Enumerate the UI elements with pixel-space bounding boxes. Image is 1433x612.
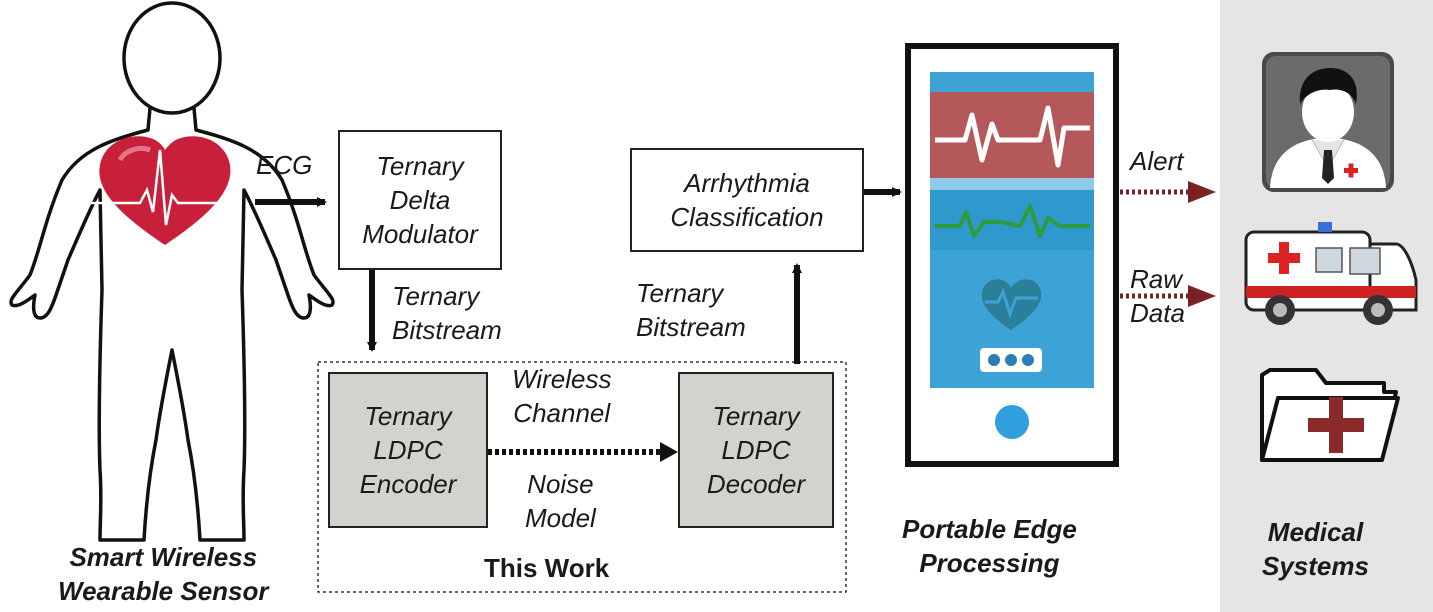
this-work-label: This Work (484, 551, 609, 585)
decoder-line1: Ternary (712, 401, 800, 431)
alert-label: Alert (1130, 144, 1183, 178)
bitstream-left-label: Ternary Bitstream (392, 279, 502, 347)
medical-line1: Medical (1267, 517, 1364, 547)
ldpc-decoder-box: Ternary LDPC Decoder (678, 372, 834, 528)
alert-text: Alert (1130, 146, 1184, 176)
bitstream-left-line1: Ternary (392, 281, 480, 311)
ambulance-icon (1244, 222, 1418, 325)
classifier-line1: Arrhythmia (684, 168, 810, 198)
doctor-icon (1262, 52, 1394, 192)
this-work-region (317, 361, 847, 593)
bitstream-left-line2: Bitstream (392, 315, 502, 345)
heart-icon (88, 136, 235, 245)
noise-line2: Model (525, 503, 596, 533)
raw-data-arrow (1120, 285, 1216, 307)
medical-folder-icon (1260, 368, 1400, 462)
modulator-line3: Modulator (362, 219, 478, 249)
modulator-line1: Ternary (376, 151, 464, 181)
bitstream-right-label: Ternary Bitstream (636, 276, 746, 344)
edge-line1: Portable Edge (902, 514, 1077, 544)
modulator-line2: Delta (389, 185, 451, 215)
edge-processing-label: Portable Edge Processing (902, 512, 1077, 580)
raw-line1: Raw (1130, 264, 1183, 294)
decoder-line3: Decoder (706, 469, 806, 499)
delta-modulator-box: Ternary Delta Modulator (338, 130, 502, 270)
medical-systems-label: Medical Systems (1262, 515, 1369, 583)
sensor-caption: Smart Wireless Wearable Sensor (58, 540, 269, 608)
sensor-caption-line1: Smart Wireless (69, 542, 258, 572)
ecg-label: ECG (256, 148, 312, 182)
ldpc-encoder-box: Ternary LDPC Encoder (328, 372, 488, 528)
smartphone-icon (905, 43, 1119, 467)
channel-line2: Channel (513, 398, 611, 428)
encoder-line1: Ternary (364, 401, 452, 431)
decoder-line2: LDPC (721, 435, 791, 465)
this-work-text: This Work (484, 553, 610, 583)
encoder-line2: LDPC (373, 435, 443, 465)
sensor-caption-line2: Wearable Sensor (58, 576, 269, 606)
alert-arrow (1120, 181, 1216, 203)
arrhythmia-classification-box: Arrhythmia Classification (630, 148, 864, 252)
wireless-channel-label: Wireless Channel (512, 362, 611, 430)
encoder-line3: Encoder (359, 469, 457, 499)
noise-line1: Noise (527, 469, 594, 499)
raw-data-label: Raw Data (1130, 262, 1185, 330)
human-body-icon (9, 1, 335, 542)
classifier-line2: Classification (670, 202, 824, 232)
bitstream-right-line1: Ternary (636, 278, 724, 308)
bitstream-right-line2: Bitstream (636, 312, 746, 342)
noise-model-label: Noise Model (525, 467, 596, 535)
edge-line2: Processing (919, 548, 1060, 578)
raw-line2: Data (1130, 298, 1185, 328)
channel-line1: Wireless (512, 364, 612, 394)
ecg-label-text: ECG (256, 150, 313, 180)
medical-line2: Systems (1262, 551, 1369, 581)
